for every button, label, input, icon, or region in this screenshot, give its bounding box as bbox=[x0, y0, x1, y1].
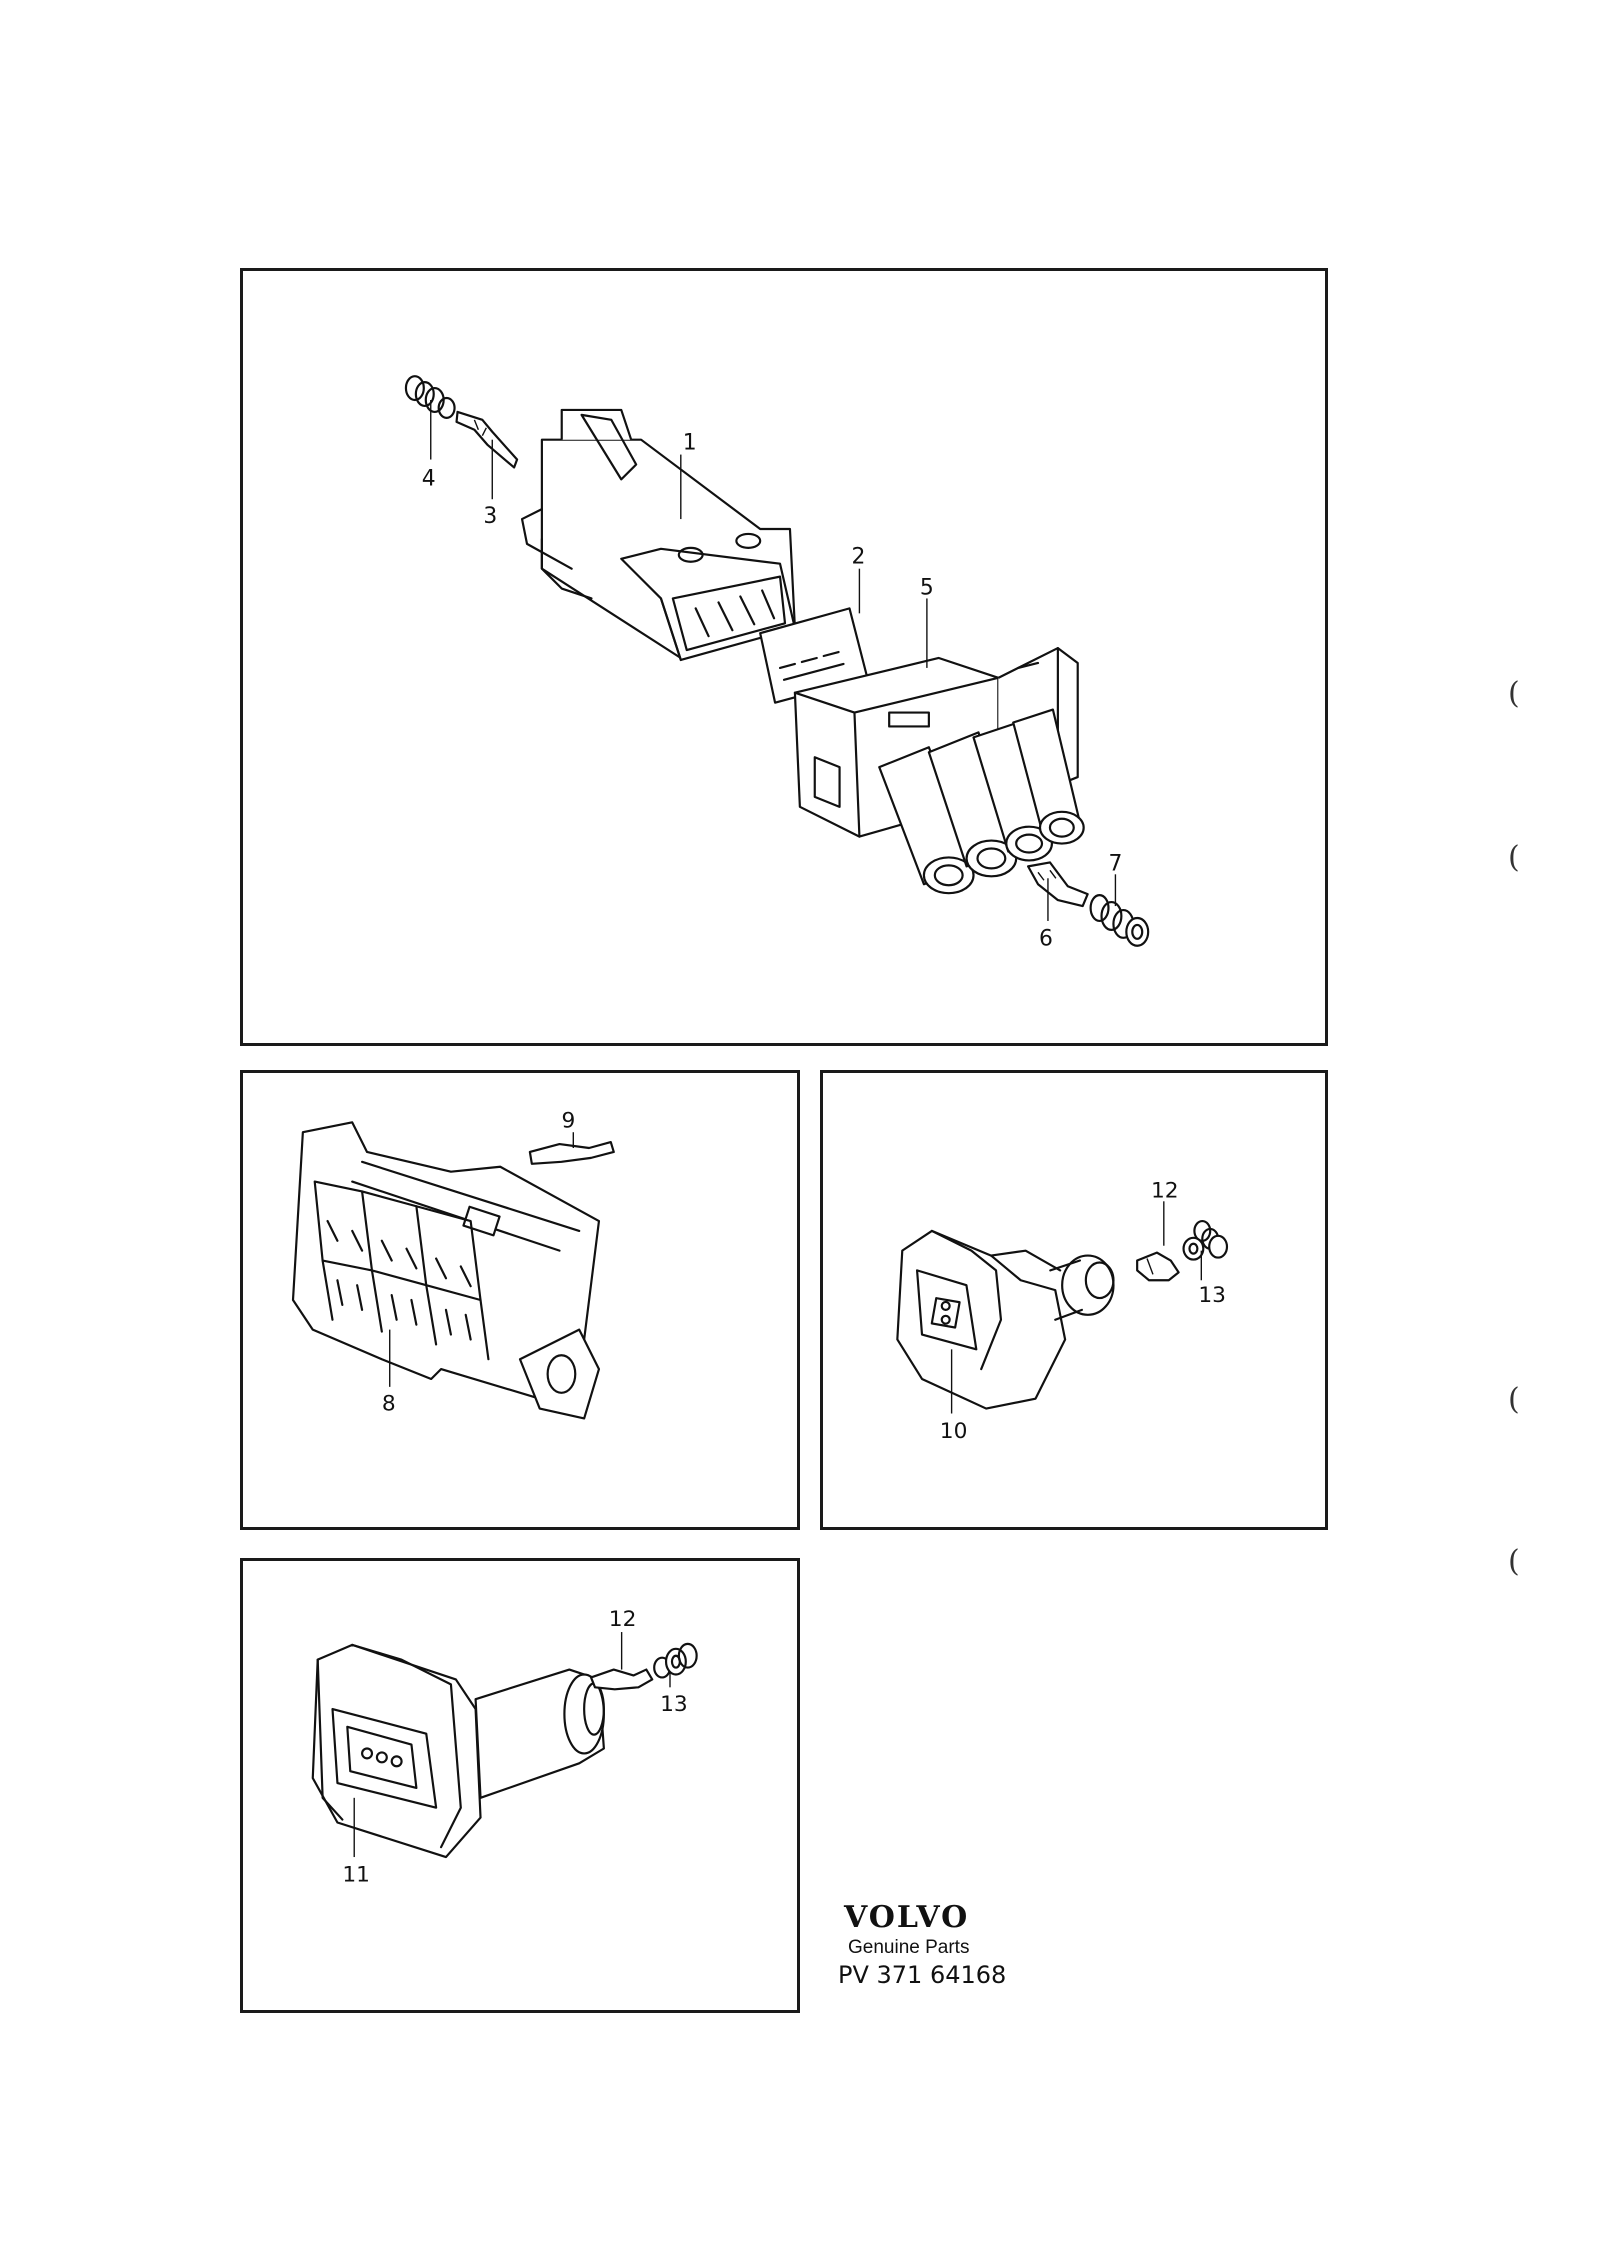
seal-part-13 bbox=[1182, 1219, 1229, 1261]
terminal-part-9 bbox=[528, 1141, 615, 1165]
callout-12b: 12 bbox=[609, 1607, 637, 1632]
callout-5: 5 bbox=[920, 575, 934, 600]
margin-mark-4: ( bbox=[1508, 1544, 1520, 1579]
callout-13b: 13 bbox=[660, 1692, 688, 1717]
connector-part-10 bbox=[896, 1229, 1115, 1410]
callout-3: 3 bbox=[483, 504, 497, 529]
callout-13: 13 bbox=[1198, 1283, 1226, 1308]
callout-12: 12 bbox=[1151, 1178, 1179, 1203]
margin-mark-1: ( bbox=[1508, 676, 1520, 711]
housing-part-8 bbox=[291, 1121, 601, 1420]
panel-connector-assembly: 1 2 3 4 5 6 7 bbox=[240, 268, 1328, 1046]
terminal-part-6 bbox=[1027, 861, 1089, 908]
callout-7: 7 bbox=[1108, 851, 1122, 876]
terminal-part-12b bbox=[589, 1668, 654, 1691]
terminal-part-3 bbox=[455, 410, 519, 469]
callout-6: 6 bbox=[1039, 927, 1053, 952]
seal-part-13b bbox=[653, 1642, 698, 1679]
panel-two-pin-connector: 12 13 10 bbox=[820, 1070, 1328, 1530]
cable-sleeves bbox=[878, 708, 1085, 895]
two-pin-connector-illustration: 12 13 10 bbox=[896, 1178, 1229, 1444]
part-sheet-code: PV 371 64168 bbox=[838, 1961, 1007, 1989]
callout-2: 2 bbox=[851, 545, 865, 570]
callout-1: 1 bbox=[683, 431, 697, 456]
brand-block: VOLVO Genuine Parts PV 371 64168 bbox=[820, 1900, 1060, 1989]
connector-part-11 bbox=[311, 1643, 605, 1859]
terminal-part-12 bbox=[1136, 1251, 1180, 1282]
callout-10: 10 bbox=[940, 1419, 968, 1444]
volvo-logo: VOLVO bbox=[844, 1900, 970, 1935]
callout-4: 4 bbox=[422, 466, 436, 491]
connector-assembly-illustration: 1 2 3 4 5 6 7 bbox=[404, 375, 1150, 952]
multi-pin-housing-illustration: 9 8 bbox=[291, 1108, 615, 1420]
three-pin-connector-illustration: 12 13 11 bbox=[311, 1607, 698, 1888]
callout-9: 9 bbox=[561, 1108, 575, 1133]
brand-subtitle: Genuine Parts bbox=[848, 1937, 970, 1958]
panel-three-pin-connector: 12 13 11 bbox=[240, 1558, 800, 2013]
male-housing-part-1 bbox=[520, 408, 797, 662]
margin-mark-3: ( bbox=[1508, 1382, 1520, 1417]
callout-11: 11 bbox=[342, 1863, 370, 1888]
margin-mark-2: ( bbox=[1508, 840, 1520, 875]
panel-multi-pin-housing: 9 8 bbox=[240, 1070, 800, 1530]
callout-8: 8 bbox=[382, 1392, 396, 1417]
seal-part-7 bbox=[1089, 894, 1150, 947]
female-housing-part-5 bbox=[793, 646, 1085, 895]
seal-part-4 bbox=[404, 375, 456, 419]
